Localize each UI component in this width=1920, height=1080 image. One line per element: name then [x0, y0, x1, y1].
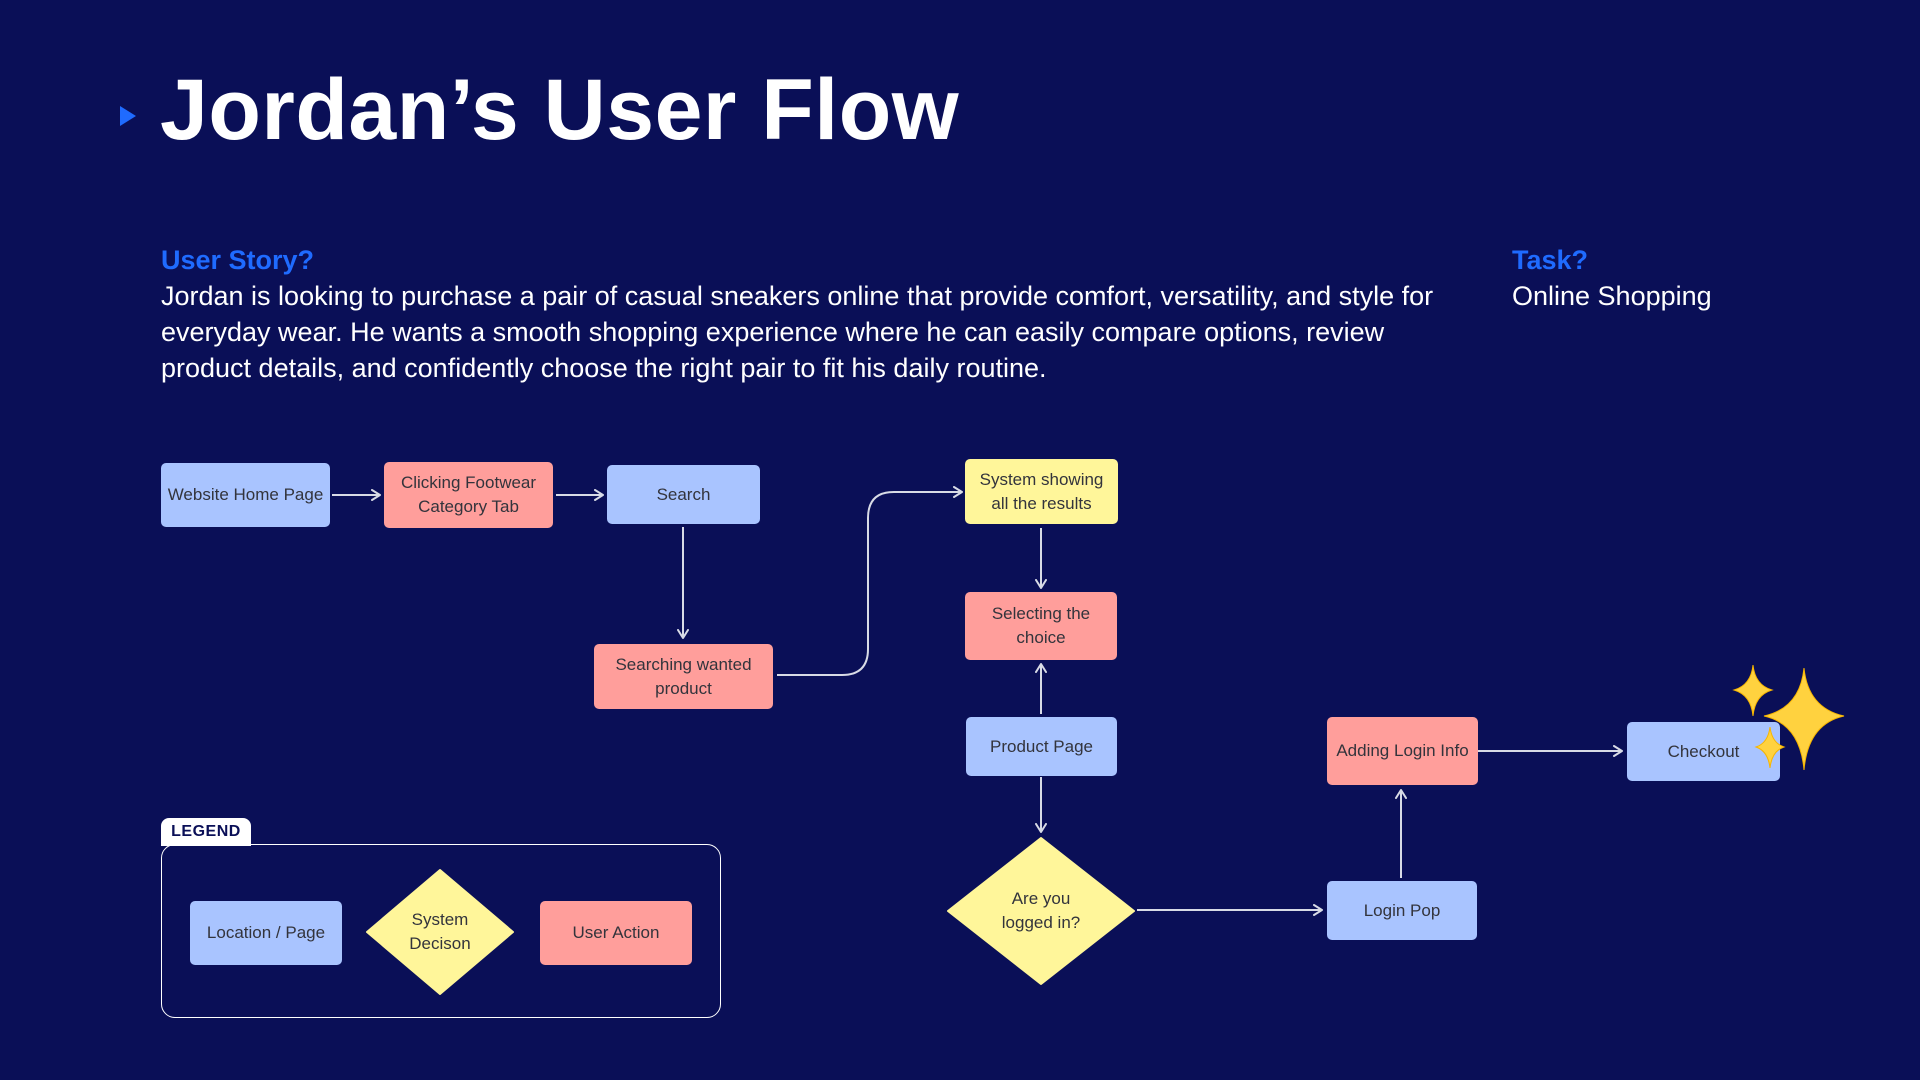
title-play-icon: [120, 106, 136, 126]
legend-box: [161, 844, 721, 1018]
node-website-home-page: Website Home Page: [161, 463, 330, 527]
legend-diamond-shape: [366, 869, 514, 995]
user-story-label: User Story?: [161, 245, 315, 275]
node-adding-login-info: Adding Login Info: [1327, 717, 1478, 785]
decision-diamond-shape: [947, 837, 1135, 985]
connector-searching-to-results: [777, 486, 963, 676]
node-searching-wanted-product: Searching wanted product: [594, 644, 773, 709]
task-text: Online Shopping: [1512, 281, 1712, 311]
legend-system-decision-label: System Decison: [409, 910, 471, 953]
node-selecting-the-choice: Selecting the choice: [965, 592, 1117, 660]
node-clicking-footwear-tab: Clicking Footwear Category Tab: [384, 462, 553, 528]
node-are-you-logged-in: Are you logged in?: [946, 836, 1136, 986]
page-title: Jordan’s User Flow: [160, 62, 960, 158]
decision-label: Are you logged in?: [1001, 889, 1081, 932]
node-login-pop: Login Pop: [1327, 881, 1477, 940]
legend-title: LEGEND: [161, 818, 251, 846]
node-system-showing-results: System showing all the results: [965, 459, 1118, 524]
legend-user-action: User Action: [540, 901, 692, 965]
node-product-page: Product Page: [966, 717, 1117, 776]
node-search: Search: [607, 465, 760, 524]
legend-location-page: Location / Page: [190, 901, 342, 965]
task-label: Task?: [1512, 245, 1589, 275]
user-story-text: Jordan is looking to purchase a pair of …: [161, 281, 1434, 383]
node-checkout: Checkout: [1627, 722, 1780, 781]
legend-system-decision: System Decison: [365, 868, 515, 996]
